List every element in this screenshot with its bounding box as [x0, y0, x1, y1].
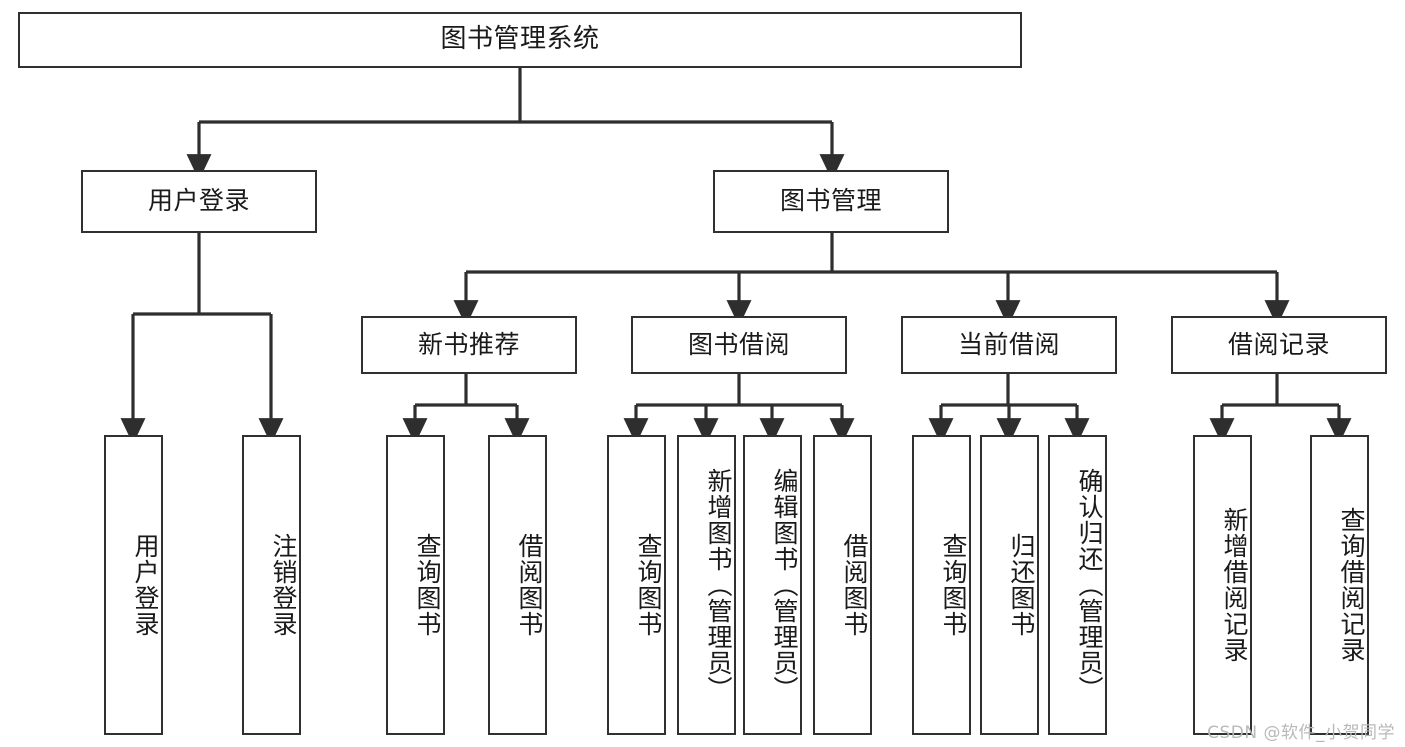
leaf-borrow-borrow-book[interactable]: 借阅图书	[813, 435, 872, 735]
leaf-borrow-add-book-label: 新增图书（管理员）	[704, 468, 733, 702]
leaf-borrow-query-book[interactable]: 查询图书	[607, 435, 666, 735]
leaf-current-query-book[interactable]: 查询图书	[912, 435, 971, 735]
watermark: CSDN @软件_小贺同学	[1207, 723, 1395, 743]
leaf-logout[interactable]: 注销登录	[242, 435, 301, 735]
node-borrow-record[interactable]: 借阅记录	[1171, 316, 1387, 374]
node-new-book-recommend[interactable]: 新书推荐	[361, 316, 577, 374]
leaf-current-return-book-label: 归还图书	[1007, 533, 1036, 637]
leaf-borrow-edit-book-label: 编辑图书（管理员）	[770, 468, 799, 702]
leaf-newbook-borrow-book-label: 借阅图书	[515, 533, 544, 637]
leaf-borrow-borrow-book-label: 借阅图书	[840, 533, 869, 637]
leaf-record-add[interactable]: 新增借阅记录	[1193, 435, 1252, 735]
node-borrow-record-label: 借阅记录	[1227, 329, 1330, 359]
node-root[interactable]: 图书管理系统	[18, 12, 1022, 68]
node-new-book-recommend-label: 新书推荐	[417, 329, 520, 359]
leaf-record-query[interactable]: 查询借阅记录	[1310, 435, 1369, 735]
leaf-current-return-book[interactable]: 归还图书	[980, 435, 1039, 735]
leaf-logout-label: 注销登录	[269, 533, 298, 637]
node-root-label: 图书管理系统	[440, 24, 600, 55]
leaf-record-query-label: 查询借阅记录	[1337, 507, 1366, 663]
leaf-newbook-borrow-book[interactable]: 借阅图书	[488, 435, 547, 735]
leaf-borrow-edit-book[interactable]: 编辑图书（管理员）	[743, 435, 802, 735]
leaf-newbook-query-book-label: 查询图书	[413, 533, 442, 637]
node-book-management-label: 图书管理	[779, 186, 882, 216]
leaf-current-confirm-return[interactable]: 确认归还（管理员）	[1048, 435, 1107, 735]
node-current-borrow-label: 当前借阅	[957, 329, 1060, 359]
leaf-current-confirm-return-label: 确认归还（管理员）	[1075, 468, 1104, 702]
node-user-login[interactable]: 用户登录	[81, 170, 317, 233]
leaf-record-add-label: 新增借阅记录	[1220, 507, 1249, 663]
node-book-borrow[interactable]: 图书借阅	[631, 316, 847, 374]
node-book-management[interactable]: 图书管理	[713, 170, 949, 233]
leaf-borrow-add-book[interactable]: 新增图书（管理员）	[677, 435, 736, 735]
leaf-user-login-label: 用户登录	[131, 533, 160, 637]
node-book-borrow-label: 图书借阅	[687, 329, 790, 359]
node-user-login-label: 用户登录	[147, 186, 250, 216]
node-current-borrow[interactable]: 当前借阅	[901, 316, 1117, 374]
leaf-current-query-book-label: 查询图书	[939, 533, 968, 637]
leaf-borrow-query-book-label: 查询图书	[634, 533, 663, 637]
leaf-user-login[interactable]: 用户登录	[104, 435, 163, 735]
leaf-newbook-query-book[interactable]: 查询图书	[386, 435, 445, 735]
